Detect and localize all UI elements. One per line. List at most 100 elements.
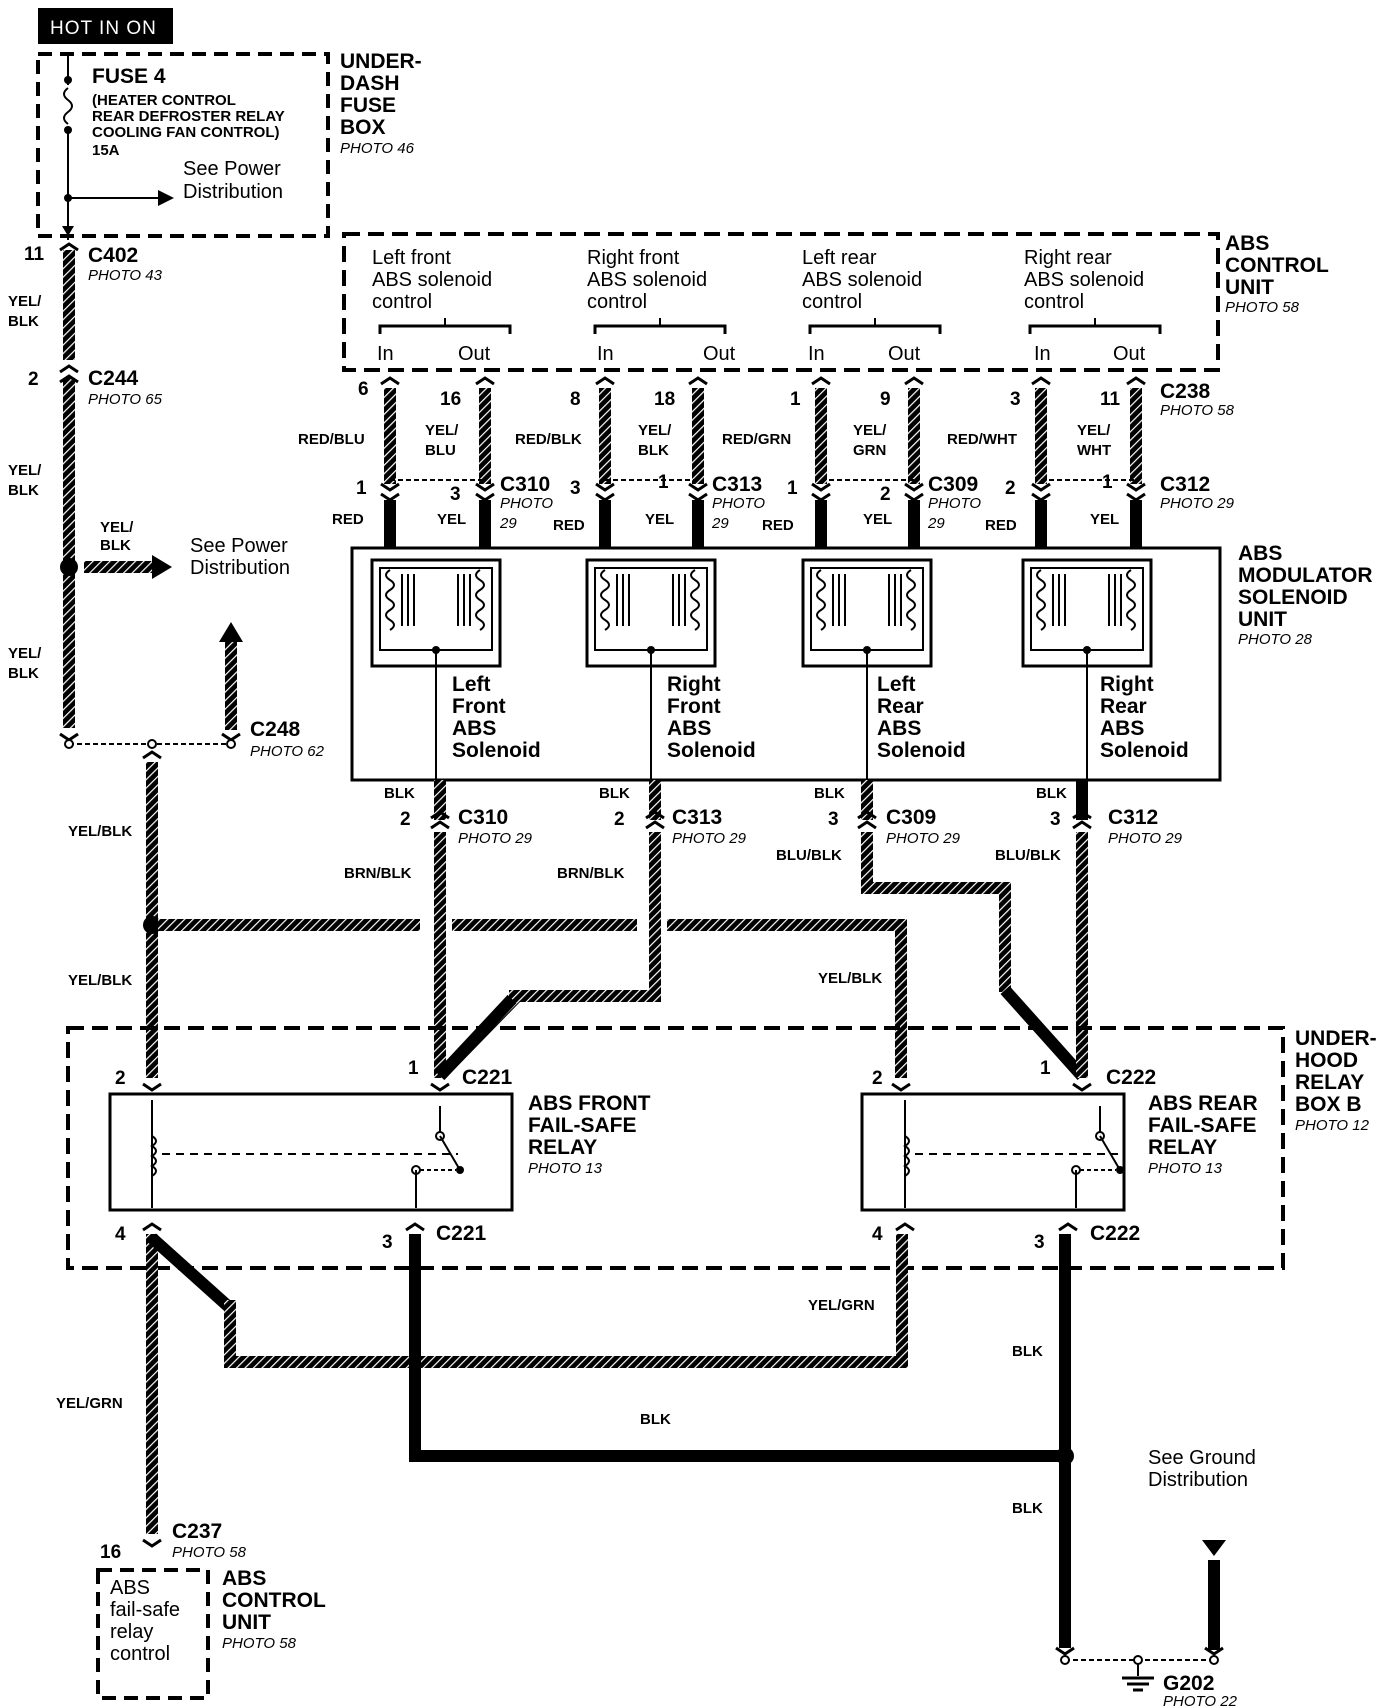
c309-gnd-pin: 3 — [828, 809, 839, 830]
wire-yel-grn-mid: YEL/GRN — [808, 1297, 875, 1314]
c312-gnd-name: C312 — [1108, 806, 1158, 829]
c402-photo: PHOTO 43 — [88, 267, 163, 284]
wire-left-6: YEL/BLK — [68, 972, 132, 989]
c309-top-name: C309 — [928, 473, 978, 496]
front-relay-pin-4: 4 — [115, 1224, 126, 1245]
solenoid-ground-wires — [158, 780, 1092, 1081]
c312-out-color: YEL — [1090, 511, 1119, 528]
ch2-in: In — [597, 343, 614, 365]
c312-pin-in: 2 — [1005, 478, 1016, 499]
solenoid-wire-2-out-lower — [692, 500, 704, 548]
sol4-l3: ABS — [1100, 717, 1144, 740]
c313-gnd-photo: PHOTO 29 — [672, 830, 747, 847]
c312-in-color: RED — [985, 517, 1017, 534]
wire-left-4a: YEL/ — [8, 645, 42, 662]
c238-pin-1: 1 — [790, 389, 801, 410]
wire-yel-blk-1: YEL/ — [638, 422, 672, 439]
c310-top-photo-1: PHOTO — [500, 495, 553, 512]
solenoid-node-4 — [1083, 646, 1091, 654]
wire-left-4b: BLK — [8, 665, 39, 682]
rear-relay-title-1: ABS REAR — [1148, 1092, 1258, 1115]
solenoid-wire-3-in-tick2 — [811, 492, 831, 502]
abs-control-unit-top — [342, 232, 1220, 372]
rear-relay-photo: PHOTO 13 — [1148, 1160, 1223, 1177]
fuse-box-title-4: BOX — [340, 116, 386, 139]
c313-out-color: YEL — [645, 511, 674, 528]
solenoid-wire-4-in-tick2 — [1031, 492, 1051, 502]
wire-yel-grn-1: YEL/ — [853, 422, 887, 439]
solenoid-wire-2-in-lower — [599, 500, 611, 548]
relay-box-title-4: BOX B — [1295, 1093, 1362, 1116]
abs-top-title-3: UNIT — [1225, 276, 1274, 299]
solenoid-wire-4-in-lower — [1035, 500, 1047, 548]
solenoid-wire-3-out — [908, 388, 920, 484]
solenoid-4 — [1021, 558, 1153, 780]
rear-relay-title-3: RELAY — [1148, 1136, 1217, 1159]
c312-pin-out: 1 — [1102, 472, 1113, 493]
sol3-l2: Rear — [877, 695, 924, 718]
c310-top-photo-2: 29 — [499, 515, 517, 532]
wire-yel-blu-2: BLU — [425, 442, 456, 459]
wire-left-2b: BLK — [8, 482, 39, 499]
relay-front-contact-b — [456, 1166, 464, 1174]
rear-relay-bot-conn: C222 — [1090, 1222, 1140, 1245]
solenoid-wire-1-out — [479, 388, 491, 484]
wire-left-1b: BLK — [8, 313, 39, 330]
relay-rear-contact-b — [1116, 1166, 1124, 1174]
bottom-wiring — [96, 1233, 1226, 1700]
solenoid-wire-4-out-top-tick — [1126, 376, 1146, 386]
c312-gnd-wire: BLU/BLK — [995, 847, 1061, 864]
ch4-in: In — [1034, 343, 1051, 365]
failsafe-box-label-2: fail-safe — [110, 1599, 180, 1621]
front-relay-pin-1: 1 — [408, 1058, 419, 1079]
under-hood-relay-box — [66, 1026, 1285, 1270]
wire-yel-grn-left: YEL/GRN — [56, 1395, 123, 1412]
relay-front-switch — [439, 1135, 461, 1171]
hot-label: HOT IN ON — [50, 18, 157, 39]
c313-gnd-color: BLK — [599, 785, 630, 802]
fuse-box-photo: PHOTO 46 — [340, 140, 415, 157]
ch4-label-2: ABS solenoid — [1024, 269, 1144, 291]
c238-pin-16: 16 — [440, 389, 461, 410]
abs-bottom-photo: PHOTO 58 — [222, 1635, 297, 1652]
solenoid-wire-1-out-top-tick — [475, 376, 495, 386]
relay-box-title-1: UNDER- — [1295, 1027, 1377, 1050]
solenoid-wire-2-out-tick2 — [688, 492, 708, 502]
solenoid-wire-3-out-tick — [904, 482, 924, 492]
c310-gnd-name: C310 — [458, 806, 508, 829]
c309-out-color: YEL — [863, 511, 892, 528]
abs-top-title-1: ABS — [1225, 232, 1269, 255]
modulator-title-2: MODULATOR — [1238, 564, 1373, 587]
solenoid-wire-3-out-top-tick — [904, 376, 924, 386]
c238-pin-8: 8 — [570, 389, 581, 410]
wire-red-wht: RED/WHT — [947, 431, 1017, 448]
hot-in-on-badge: HOT IN ON — [38, 8, 173, 44]
c248-photo: PHOTO 62 — [250, 743, 325, 760]
c309-in-color: RED — [762, 517, 794, 534]
front-relay-title-3: RELAY — [528, 1136, 597, 1159]
solenoid-wire-2-in-tick2 — [595, 492, 615, 502]
wire-red-blk: RED/BLK — [515, 431, 582, 448]
c309-gnd-color: BLK — [814, 785, 845, 802]
fuse-box-title-2: DASH — [340, 72, 400, 95]
sol1-l2: Front — [452, 695, 506, 718]
fuse-power-note-2: Distribution — [183, 181, 283, 203]
wire-yel-blk-2: BLK — [638, 442, 669, 459]
fuse-desc-1: (HEATER CONTROL — [92, 92, 236, 109]
sol4-l2: Rear — [1100, 695, 1147, 718]
wire-blk-right-2: BLK — [1012, 1500, 1043, 1517]
wire-left-3b: BLK — [100, 537, 131, 554]
relay-front-coil — [150, 1135, 157, 1177]
solenoid-wire-3-out-tick2 — [904, 492, 924, 502]
c309-gnd-photo: PHOTO 29 — [886, 830, 961, 847]
ground-note-1: See Ground — [1148, 1447, 1256, 1469]
c313-in-color: RED — [553, 517, 585, 534]
ground-note-2: Distribution — [1148, 1469, 1248, 1491]
wire-red-grn: RED/GRN — [722, 431, 791, 448]
front-relay-pin-2: 2 — [115, 1068, 126, 1089]
abs-top-photo: PHOTO 58 — [1225, 299, 1300, 316]
solenoid-node-1 — [432, 646, 440, 654]
ch1-label-1: Left front — [372, 247, 451, 269]
